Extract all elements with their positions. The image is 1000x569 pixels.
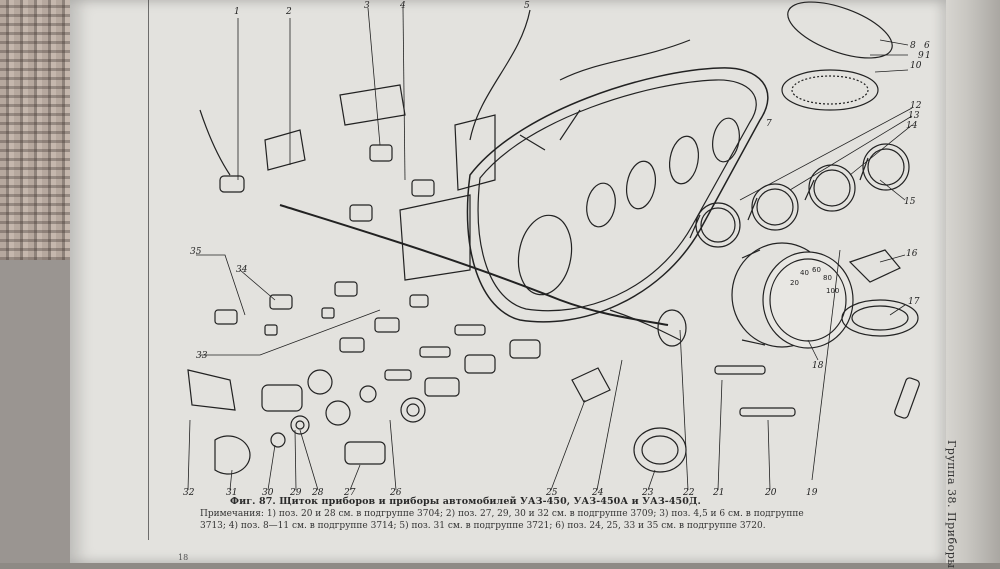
bottom-gauges [187, 365, 796, 475]
svg-text:40: 40 [800, 269, 809, 277]
speedometer [609, 242, 854, 349]
callout-34: 34 [236, 265, 248, 275]
callout-1b: 1 [925, 51, 931, 61]
switch-row [214, 144, 435, 325]
callout-18: 18 [812, 361, 824, 371]
callout-2: 2 [285, 7, 292, 17]
callout-14: 14 [906, 121, 918, 131]
page-margin-rule [148, 0, 150, 540]
wicker-background [0, 0, 80, 260]
callout-33: 33 [196, 351, 208, 361]
callout-numbers: 1 2 3 4 5 8 9 10 6 1 12 13 14 7 15 16 17… [183, 1, 931, 498]
callout-31: 31 [226, 488, 237, 498]
callout-27: 27 [343, 488, 356, 498]
callout-23: 23 [641, 488, 654, 498]
callout-15: 15 [904, 197, 916, 207]
callout-17: 17 [908, 297, 920, 307]
svg-text:60: 60 [812, 266, 821, 274]
callout-9: 9 [918, 51, 924, 61]
callout-22: 22 [682, 488, 695, 498]
figure-caption: Фиг. 87. Щиток приборов и приборы автомо… [230, 496, 701, 507]
callout-32: 32 [183, 488, 195, 498]
svg-text:20: 20 [790, 279, 799, 287]
callout-20: 20 [764, 488, 777, 498]
callout-13: 13 [908, 111, 920, 121]
callout-24: 24 [591, 488, 604, 498]
sensor-bracket [841, 249, 920, 419]
lamp-sockets [261, 294, 541, 465]
callout-26: 26 [389, 488, 402, 498]
page-number: 18 [178, 553, 189, 562]
callout-7: 7 [766, 119, 772, 129]
callout-19: 19 [806, 488, 818, 498]
callout-25: 25 [545, 488, 558, 498]
callout-3: 3 [364, 1, 370, 11]
callout-21: 21 [712, 488, 724, 498]
callout-6: 6 [924, 41, 930, 51]
callout-30: 30 [262, 488, 274, 498]
callout-8: 8 [910, 41, 916, 51]
callout-16: 16 [906, 249, 918, 259]
callout-10: 10 [910, 61, 922, 71]
callout-12: 12 [910, 101, 922, 111]
mounting-bracket-left [264, 84, 496, 281]
callout-29: 29 [289, 488, 302, 498]
table-surface [0, 260, 80, 563]
figure-note-line-1: Примечания: 1) поз. 20 и 28 см. в подгру… [200, 509, 804, 519]
callout-4: 4 [399, 1, 406, 11]
figure-note-line-2: 3713; 4) поз. 8—11 см. в подгруппе 3714;… [200, 521, 766, 531]
speedometer-dial: 20 40 60 80 100 [790, 266, 839, 295]
housing-top-right [781, 1, 893, 111]
callout-5: 5 [524, 1, 530, 11]
callout-1: 1 [234, 7, 240, 17]
book-spine [946, 0, 1000, 563]
leader-lines [187, 7, 913, 491]
svg-text:80: 80 [823, 274, 832, 282]
instrument-panel-housing [466, 67, 769, 323]
small-gauges [689, 143, 910, 248]
svg-text:100: 100 [826, 287, 839, 295]
callout-35: 35 [190, 247, 202, 257]
callout-28: 28 [311, 488, 324, 498]
